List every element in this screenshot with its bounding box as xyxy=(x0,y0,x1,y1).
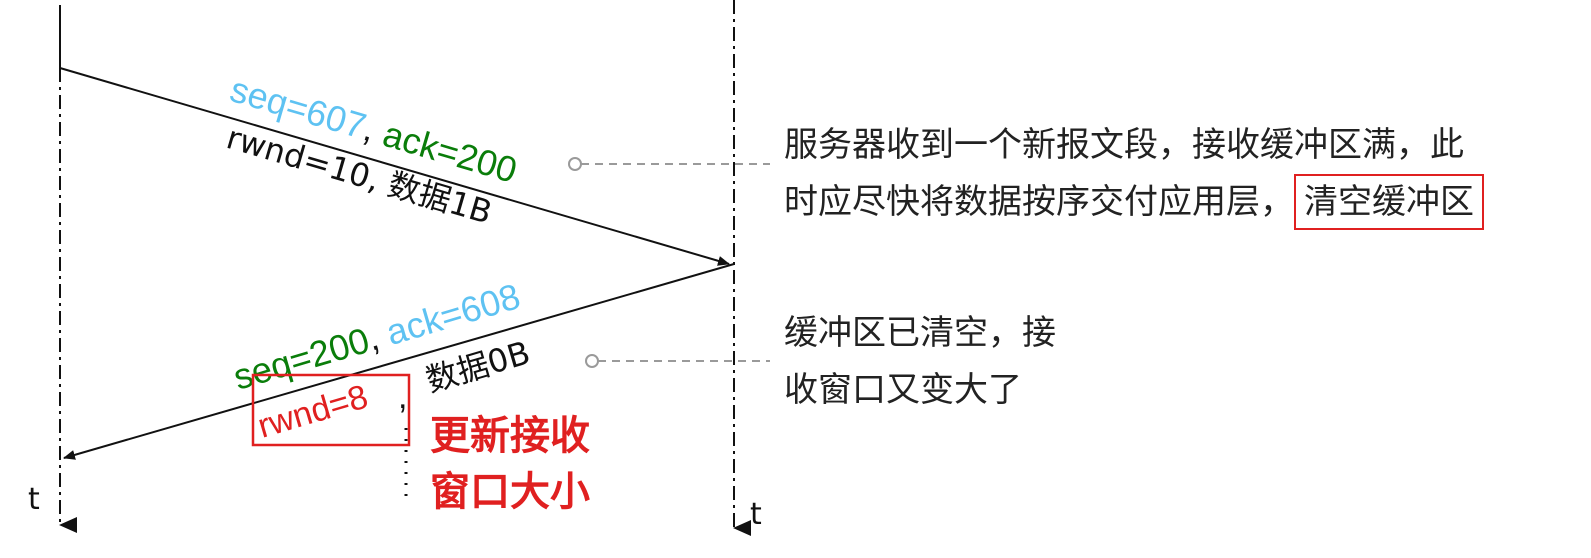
update-label-line1: 更新接收 xyxy=(430,413,590,459)
client-time-label: t xyxy=(28,482,40,517)
rwnd-highlight-box xyxy=(251,373,411,447)
note2-line1: 缓冲区已清空，接 xyxy=(784,313,1056,353)
note2-line2: 收窗口又变大了 xyxy=(784,370,1022,410)
note-server-buffer-full: 服务器收到一个新报文段，接收缓冲区满，此 时应尽快将数据按序交付应用层，清空缓冲… xyxy=(784,117,1484,231)
note1-anchor xyxy=(568,157,582,171)
server-time-label: t xyxy=(750,497,762,532)
note1-highlight: 清空缓冲区 xyxy=(1294,174,1484,230)
update-label-line2: 窗口大小 xyxy=(430,469,590,515)
message2-rwnd-comma: , xyxy=(398,378,407,416)
message2-arrow xyxy=(63,263,735,460)
note-buffer-cleared: 缓冲区已清空，接 收窗口又变大了 xyxy=(784,305,1056,419)
message2-data: 数据0B xyxy=(422,333,535,399)
message1-arrow xyxy=(59,67,730,266)
message1-labels: seq=607, ack=200 rwnd=10, 数据1B xyxy=(222,68,521,231)
note1-line1: 服务器收到一个新报文段，接收缓冲区满，此 xyxy=(784,125,1464,165)
update-window-label: 更新接收 窗口大小 xyxy=(430,408,590,520)
note1-line2-prefix: 时应尽快将数据按序交付应用层， xyxy=(784,182,1294,222)
note1-line2: 时应尽快将数据按序交付应用层，清空缓冲区 xyxy=(784,174,1484,231)
note2-anchor xyxy=(585,354,599,368)
